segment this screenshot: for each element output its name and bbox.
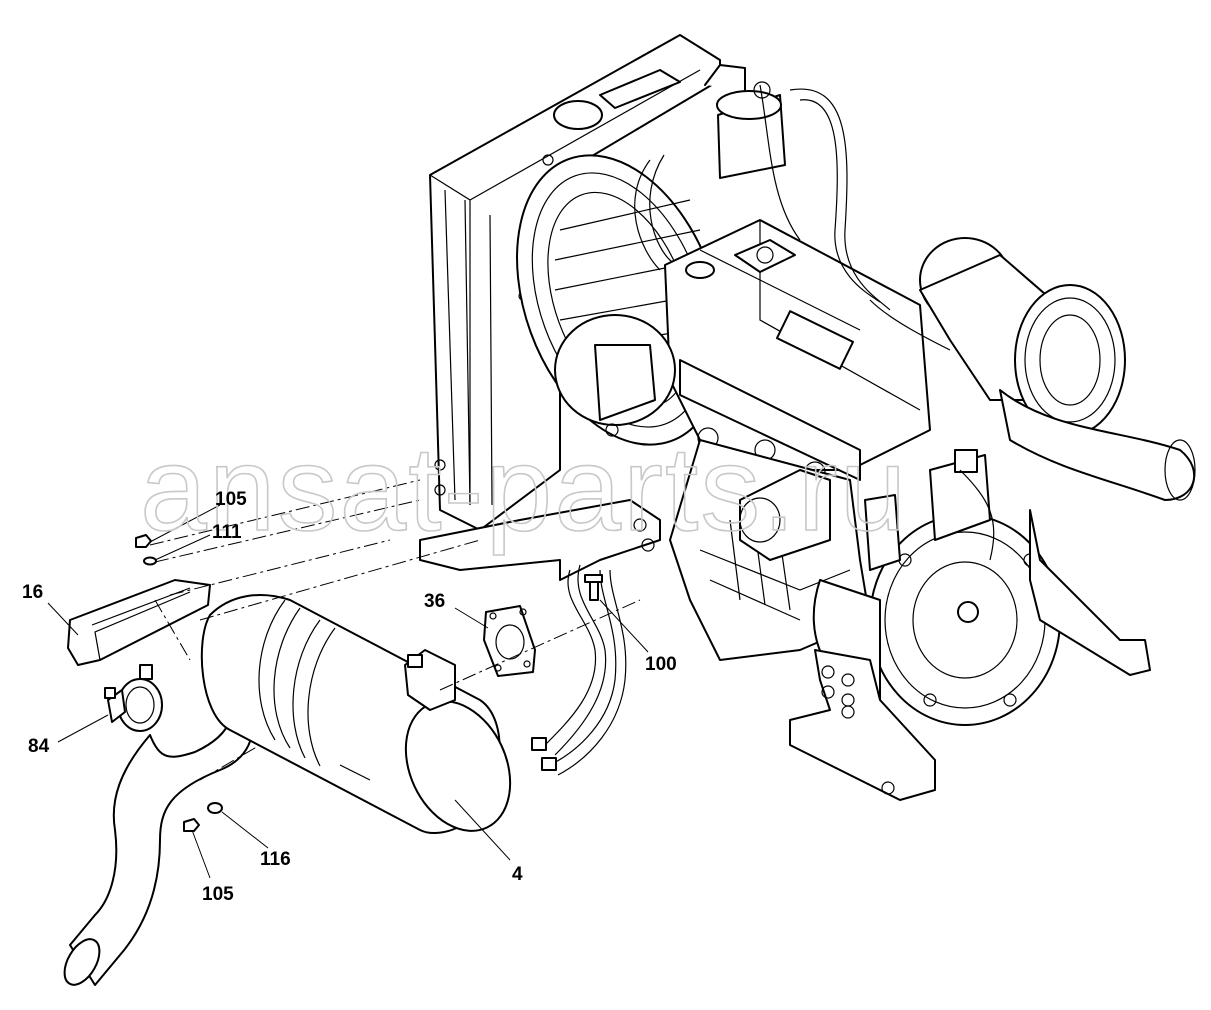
callout-100: 100 [645, 654, 677, 675]
callout-36: 36 [424, 591, 445, 612]
callout-105-bottom: 105 [202, 884, 234, 905]
callout-116: 116 [260, 849, 291, 870]
tailpipe [63, 719, 253, 986]
muffler [200, 594, 512, 834]
assembly-lines [149, 479, 641, 781]
exhaust-clamp [104, 664, 163, 732]
bolt [584, 574, 603, 601]
nut [135, 534, 200, 832]
watermark-text: ansat-parts.ru [140, 422, 908, 556]
callout-4: 4 [512, 864, 523, 885]
leader-lines [47, 504, 649, 879]
hose-pair [531, 564, 627, 776]
callout-111: 111 [212, 522, 242, 543]
engine-assembly [419, 34, 1196, 801]
washer [143, 556, 223, 814]
heat-shield [67, 579, 211, 666]
callout-105-top: 105 [215, 489, 247, 510]
callout-84: 84 [28, 736, 50, 757]
callout-16: 16 [22, 582, 43, 603]
callout-labels: 105 111 16 84 36 100 116 105 4 [22, 489, 677, 905]
air-filter [919, 237, 1196, 501]
exhaust-gasket [483, 605, 536, 677]
